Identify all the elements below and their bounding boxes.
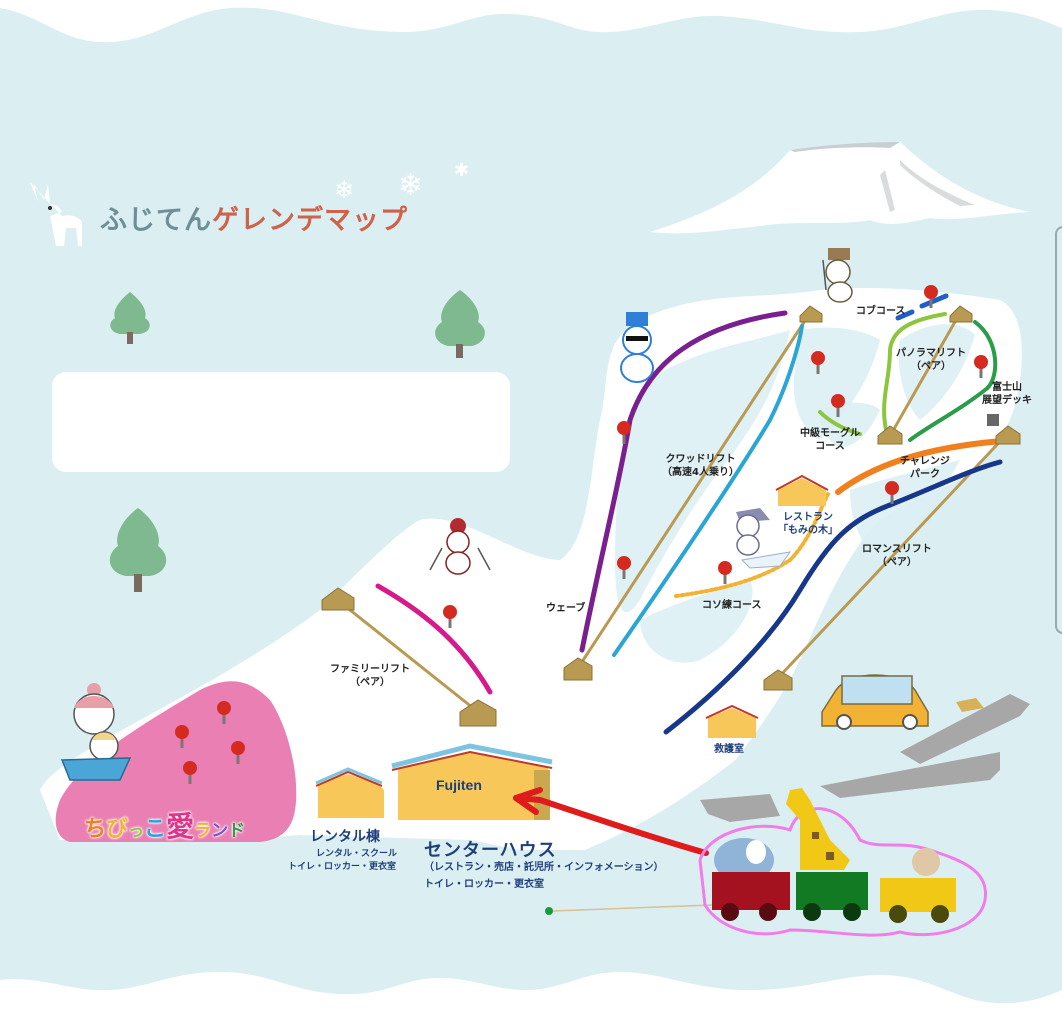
label-koso-course: コソ練コース xyxy=(702,600,762,611)
map-pin-icon xyxy=(175,285,988,784)
course-cyan xyxy=(612,324,804,657)
label-romance-lift: ロマンスリフト （ペア） xyxy=(862,544,932,568)
rental-building-title: レンタル棟 xyxy=(310,829,380,845)
map-title: ふじてんゲレンデマップ xyxy=(100,205,408,236)
red-annotation-arrow xyxy=(513,787,709,856)
fujiten-logo: Fujiten xyxy=(436,777,482,793)
label-bump-course: コブコース xyxy=(856,306,906,317)
quad-lift-line xyxy=(576,312,812,669)
green-dot-marker xyxy=(545,907,553,915)
snowman-red-icon xyxy=(429,518,491,575)
kids-area-label: ちびっこ愛ランド xyxy=(84,810,246,843)
course-challenge xyxy=(835,437,1018,495)
label-restaurant: レストラン 「もみの木」 xyxy=(778,512,838,536)
toy-train-illustration xyxy=(698,788,987,937)
course-family xyxy=(375,583,493,695)
panorama-lift-line xyxy=(888,312,962,437)
label-challenge-park: チャレンジ パーク xyxy=(900,456,950,480)
course-green-right xyxy=(908,320,998,442)
label-mogul-course: 中級モーグル コース xyxy=(800,428,860,452)
center-house-building xyxy=(391,743,553,820)
label-fuji-deck: 富士山 展望デッキ xyxy=(982,382,1032,406)
rescue-room-building xyxy=(705,704,759,738)
car-icon xyxy=(821,674,929,730)
course-romance xyxy=(663,459,1003,735)
kids-area-pink-zone xyxy=(55,681,297,842)
label-panorama-lift: パノラマリフト （ペア） xyxy=(896,348,966,372)
blank-info-panel xyxy=(52,372,510,472)
rental-building-facilities: トイレ・ロッカー・更衣室 xyxy=(288,862,397,872)
snowflake-icon: ❄ xyxy=(398,168,424,203)
restaurant-momi-building xyxy=(775,474,829,506)
label-quad-lift: クワッドリフト （高速4人乗り） xyxy=(662,454,739,478)
kids-characters-sled-icon xyxy=(60,683,132,781)
course-koso xyxy=(674,492,830,598)
label-family-lift: ファミリーリフト （ペア） xyxy=(330,664,410,688)
tree-icon xyxy=(435,290,485,358)
center-house-services: （レストラン・売店・託児所・インフォメーション） xyxy=(424,862,664,873)
mount-fuji-illustration xyxy=(650,142,1030,234)
ski-slope-area xyxy=(40,288,1022,851)
center-house-title: センターハウス xyxy=(424,840,557,861)
course-bump xyxy=(895,293,949,321)
parking-lot-icon xyxy=(700,694,1030,822)
family-lift-line xyxy=(334,596,479,714)
course-panorama-green xyxy=(882,312,947,432)
tree-icon xyxy=(109,508,167,592)
course-wave xyxy=(579,310,788,653)
snowflake-icon: ✱ xyxy=(454,160,470,181)
center-house-facilities: トイレ・ロッカー・更衣室 xyxy=(424,879,544,890)
tree-icon xyxy=(110,292,150,344)
snowman-brown-icon xyxy=(822,248,853,303)
reindeer-icon xyxy=(20,176,86,252)
rental-building-subtitle: レンタル・スクール xyxy=(316,849,398,859)
lift-lines xyxy=(334,312,1010,714)
scrollbar[interactable] xyxy=(1055,226,1062,634)
course-mogul xyxy=(818,410,862,436)
snowman-gray-icon xyxy=(736,508,792,569)
lift-station-icon xyxy=(321,305,1021,727)
snowman-blue-icon xyxy=(620,312,654,383)
rental-building xyxy=(315,767,384,818)
observation-deck-marker xyxy=(987,414,999,426)
snowflake-icon: ❄ xyxy=(334,176,355,204)
label-rescue-room: 救護室 xyxy=(714,744,744,755)
label-wave: ウェーブ xyxy=(546,603,586,614)
